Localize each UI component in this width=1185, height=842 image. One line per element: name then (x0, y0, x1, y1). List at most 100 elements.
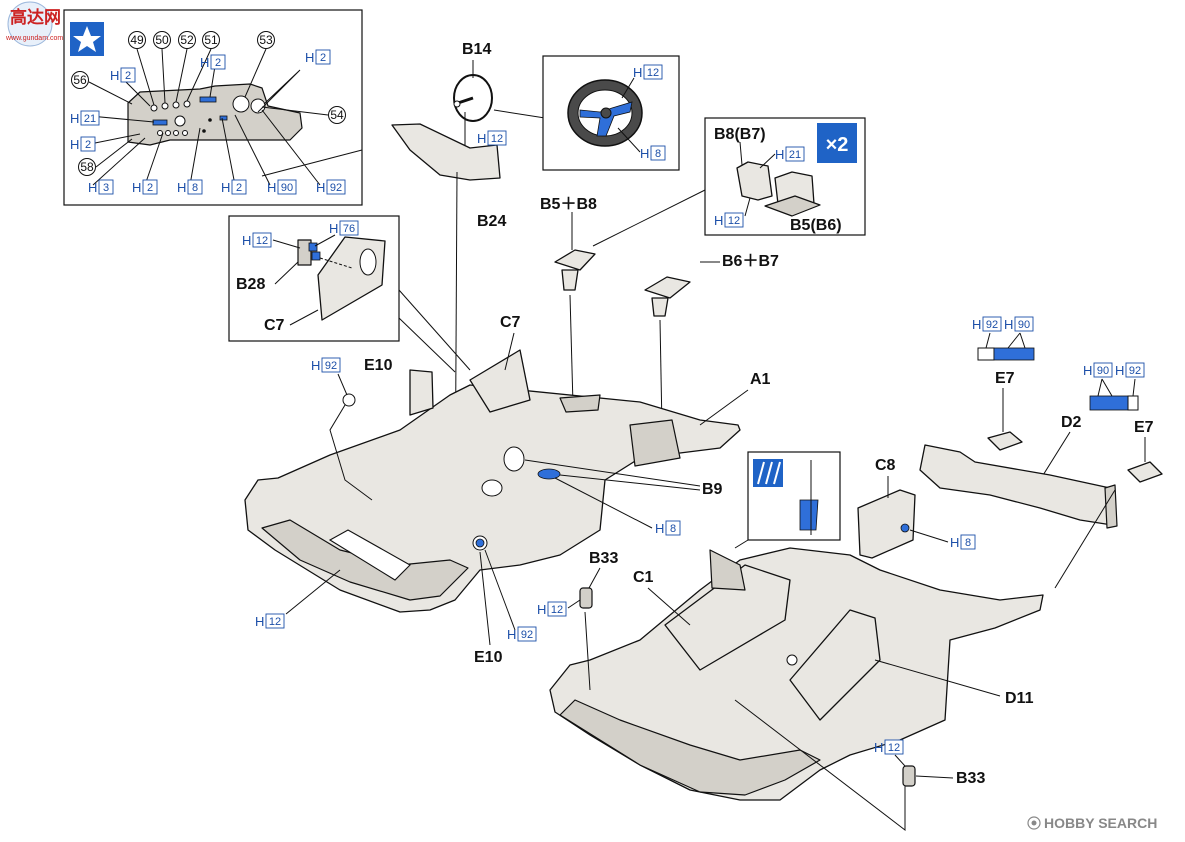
callout-h21-a-num: 21 (84, 113, 96, 125)
number-58: 58 (80, 160, 94, 174)
callout-h2-c-num: 2 (320, 52, 326, 64)
label-b9: B9 (702, 481, 723, 498)
label-b24: B24 (477, 213, 506, 230)
label-b5-b6: B5(B6) (790, 217, 842, 234)
gauge-52 (172, 101, 180, 109)
door-inset-pointer-1 (398, 289, 471, 371)
star-icon (73, 26, 101, 52)
steering-wheel-b14 (453, 74, 493, 122)
gauge-49 (150, 104, 158, 112)
callout-e7b-h90-prefix: H (1083, 363, 1092, 378)
part-b9-blue (537, 468, 561, 480)
switch-knob-2 (165, 130, 171, 136)
label-b33-left: B33 (589, 550, 618, 567)
callout-e10-h92-num: 92 (325, 360, 337, 372)
label-b8-b7: B8(B7) (714, 126, 766, 143)
callout-e10b-h92-prefix: H (507, 627, 516, 642)
callout-b24-num: 12 (491, 133, 503, 145)
callout-wheel-h8-num: 8 (655, 148, 661, 160)
callout-e7a-h90-prefix: H (1004, 317, 1013, 332)
callout-seat-h21-num: 21 (789, 149, 801, 161)
callout-b28-h12b-num: 76 (343, 223, 355, 235)
callout-e10b-h92-num: 92 (521, 629, 533, 641)
callout-wheel-h8-prefix: H (640, 146, 649, 161)
label-b5-b8: B5＋B8 (540, 196, 597, 213)
bracket-e7-right (1127, 461, 1163, 483)
callout-h2-b-num: 2 (215, 57, 221, 69)
label-d11: D11 (1005, 690, 1034, 707)
gauge-large-left (232, 95, 250, 113)
watermark-top-left-url: www.gundam.com (5, 35, 63, 42)
callout-seat-h12-num: 12 (728, 215, 740, 227)
callout-e7a-h90-num: 90 (1018, 319, 1030, 331)
part-b33-left (579, 587, 593, 609)
number-49: 49 (130, 33, 144, 47)
gauge-center (174, 115, 186, 127)
dash-dot-2 (202, 129, 206, 133)
callout-h2-f-num: 2 (236, 182, 242, 194)
callout-h2-d-prefix: H (70, 137, 79, 152)
callout-h2-d-num: 2 (85, 139, 91, 151)
label-e7-right: E7 (1134, 419, 1154, 436)
callout-h2-f-prefix: H (221, 180, 230, 195)
switch-knob-1 (157, 130, 163, 136)
label-e10-top: E10 (364, 357, 393, 374)
part-b33-right (902, 765, 916, 787)
callout-b9-h8-prefix: H (655, 521, 664, 536)
watermark-top-left-text: 高达网 (10, 7, 61, 27)
label-a1: A1 (750, 371, 771, 388)
label-c7: C7 (500, 314, 521, 331)
callout-b33a-h12-prefix: H (537, 602, 546, 617)
e7-swatch-blue-a (993, 347, 1035, 361)
callout-b9-h8-num: 8 (670, 523, 676, 535)
seat-b5b8 (554, 249, 596, 271)
part-b9-disc (503, 446, 525, 472)
callout-b28-h12b-prefix: H (329, 221, 338, 236)
number-50: 50 (155, 33, 169, 47)
switch-knob-4 (182, 130, 188, 136)
gauge-50 (161, 102, 169, 110)
label-d2: D2 (1061, 414, 1082, 431)
dash-blue-panel-left (152, 119, 168, 126)
callout-h3-num: 3 (103, 182, 109, 194)
callout-h8-a-num: 8 (192, 182, 198, 194)
callout-e7b-h90-num: 90 (1097, 365, 1109, 377)
multiplier-text: ×2 (826, 134, 849, 156)
number-52: 52 (180, 33, 194, 47)
watermark-logo-top-left: 高达网 www.gundam.com (5, 1, 63, 47)
callout-e7a-h92-prefix: H (972, 317, 981, 332)
watermark-hobbysearch: HOBBY SEARCH (1027, 815, 1157, 831)
callout-c8-h8-num: 8 (965, 537, 971, 549)
label-e7-left: E7 (995, 370, 1015, 387)
callout-b28-h12-prefix: H (242, 233, 251, 248)
callout-h2-a-num: 2 (125, 70, 131, 82)
column-cover-b24 (391, 123, 501, 181)
number-56: 56 (73, 73, 87, 87)
numbered-labels: 49 50 52 51 53 56 58 54 (71, 31, 346, 176)
callout-wheel-h12-num: 12 (647, 67, 659, 79)
callout-e7b-h92-num: 92 (1129, 365, 1141, 377)
multiplier-badge (817, 123, 857, 163)
callout-e7a-h92-num: 92 (986, 319, 998, 331)
callout-h2-e-prefix: H (132, 180, 141, 195)
panel-c8 (857, 489, 916, 559)
mirror-b28 (297, 239, 312, 266)
callout-seat-h12-prefix: H (714, 213, 723, 228)
watermark-bottom-right-text: HOBBY SEARCH (1044, 815, 1157, 831)
callout-e7b-h92-prefix: H (1115, 363, 1124, 378)
seat-b6b7 (644, 276, 691, 299)
callout-h3-prefix: H (88, 180, 97, 195)
callout-b33b-h12-num: 12 (888, 742, 900, 754)
number-53: 53 (259, 33, 273, 47)
callout-h92-a-num: 92 (330, 182, 342, 194)
callout-e10-h92-prefix: H (311, 358, 320, 373)
callout-h92-a-prefix: H (316, 180, 325, 195)
e7-swatch-blue-b (1089, 395, 1129, 411)
console-d11 (789, 609, 881, 721)
label-b14: B14 (462, 41, 491, 58)
gauge-large-right (250, 98, 266, 114)
callout-c8-h8-prefix: H (950, 535, 959, 550)
gauge-51 (183, 100, 191, 108)
